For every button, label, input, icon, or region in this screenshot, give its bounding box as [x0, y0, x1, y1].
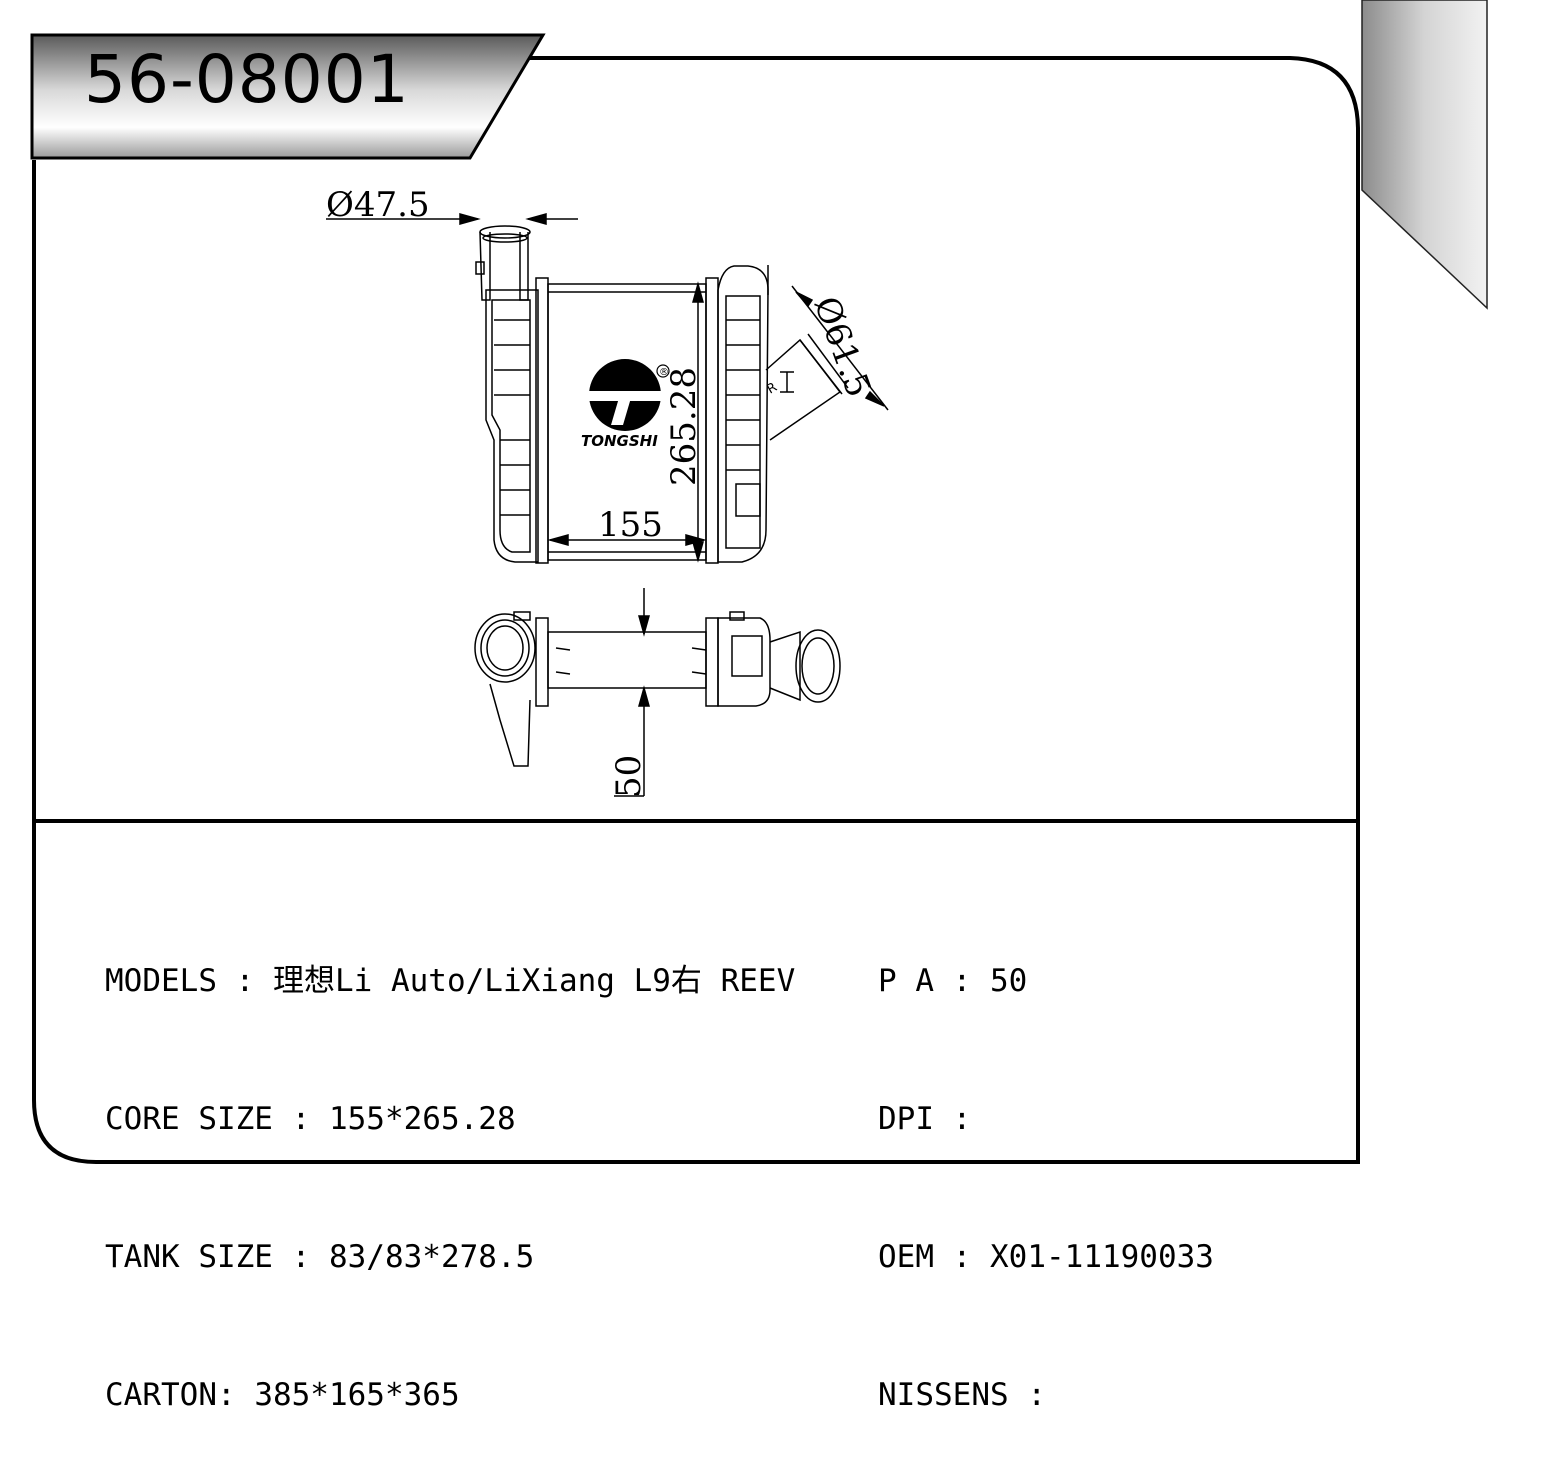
top-view — [474, 611, 841, 767]
spec-tank-size: TANK SIZE : 83/83*278.5 — [105, 1239, 535, 1275]
title-tab — [30, 33, 546, 160]
core-width-label: 155 — [598, 505, 663, 545]
front-view — [475, 225, 849, 564]
tongshi-logo-graphic — [589, 359, 670, 431]
side-mark-label: R — [765, 380, 780, 398]
core-height-label: 265.28 — [664, 367, 704, 486]
panel-border — [32, 56, 1360, 1164]
spec-models: MODELS : 理想Li Auto/LiXiang L9右 REEV — [105, 963, 796, 999]
specs-right: P A : 50 DPI : OEM : X01-11190033 NISSEN… — [878, 866, 1214, 1464]
dimension-labels: Ø47.5 265.28 155 Ø61.5 50 R TONGSHI ® — [326, 185, 879, 798]
spec-carton: CARTON: 385*165*365 — [105, 1377, 460, 1413]
part-number: 56-08001 — [84, 41, 410, 118]
outlet-diameter-label: Ø61.5 — [806, 291, 879, 402]
registered-mark: ® — [659, 367, 669, 378]
spec-nissens: NISSENS : — [878, 1377, 1065, 1413]
brand-label: TONGSHI — [581, 432, 658, 450]
spec-oem: OEM : X01-11190033 — [878, 1239, 1214, 1275]
spec-core-size: CORE SIZE : 155*265.28 — [105, 1101, 516, 1137]
sheet-frame — [30, 0, 1488, 1164]
inlet-diameter-label: Ø47.5 — [326, 185, 430, 225]
corner-ribbon — [1361, 0, 1488, 310]
spec-pa: P A : 50 — [878, 963, 1028, 999]
core-depth-label: 50 — [609, 755, 649, 798]
dimension-lines — [326, 213, 889, 797]
specs-left: MODELS : 理想Li Auto/LiXiang L9右 REEV CORE… — [105, 866, 795, 1464]
spec-dpi: DPI : — [878, 1101, 990, 1137]
